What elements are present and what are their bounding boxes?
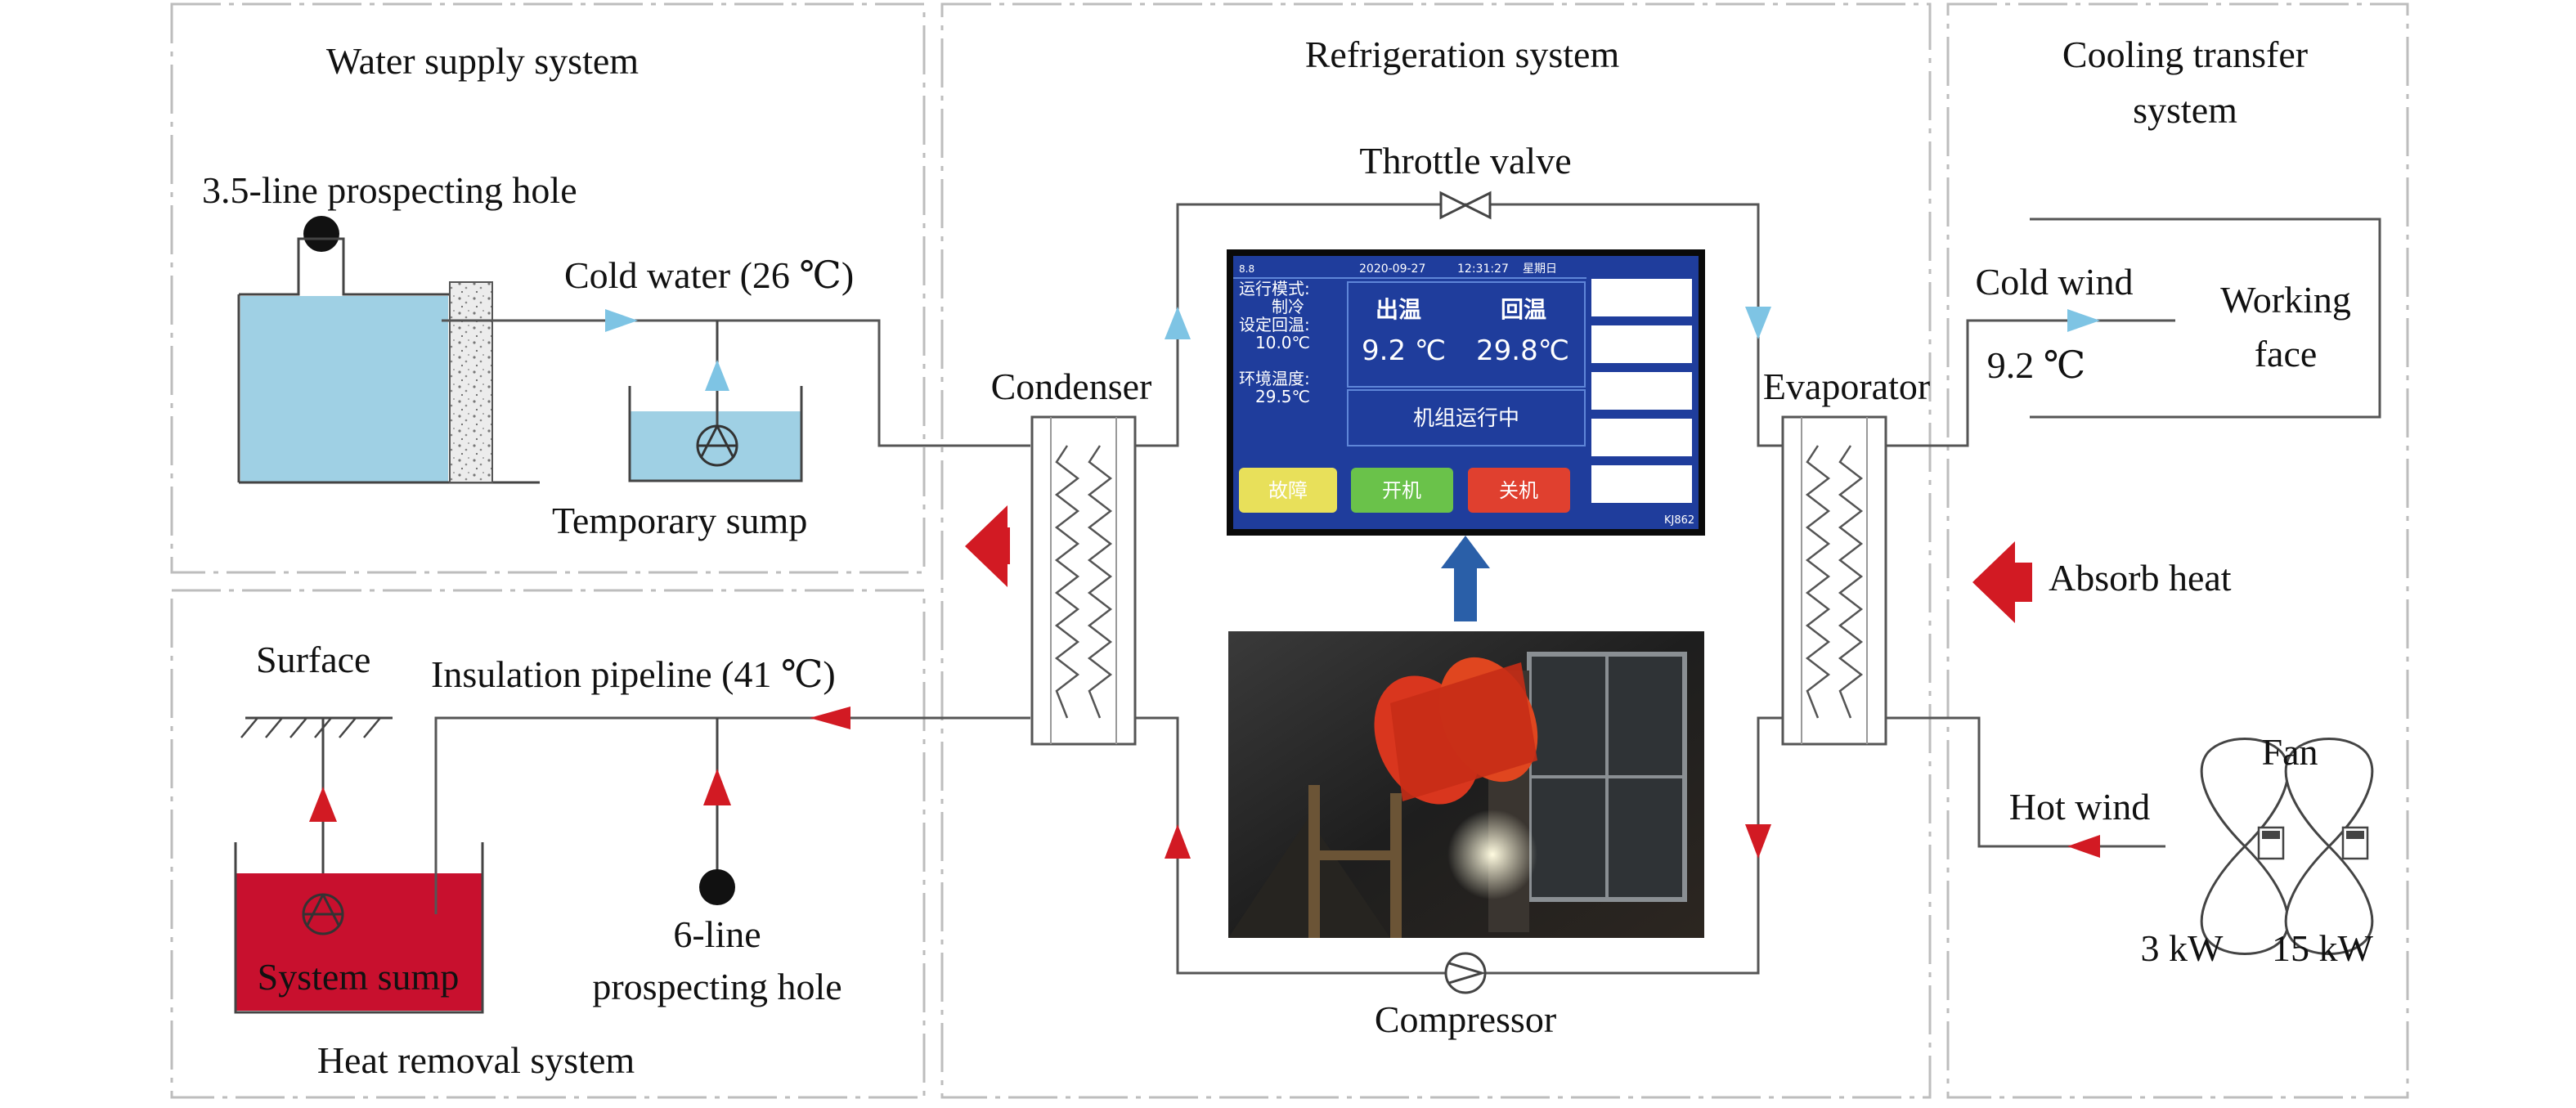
hmi-return-label: 回温 (1501, 296, 1546, 323)
cold-wind-arrow (2067, 309, 2100, 332)
red-fan-unit (1374, 657, 1538, 805)
insulation-pipeline-label: Insulation pipeline (41 ℃) (431, 653, 836, 695)
cold-water-label: Cold water (26 ℃) (564, 254, 854, 296)
working-face-label-line2: face (2255, 333, 2318, 375)
fan-3kw-icon (2200, 738, 2290, 955)
cold-wind-temp-label: 9.2 ℃ (1987, 344, 2085, 386)
hmi-start-button (1351, 468, 1453, 513)
hot-wind-label: Hot wind (2009, 786, 2151, 828)
hmi-status: 机组运行中 (1413, 406, 1519, 431)
surface-up-arrow (309, 787, 337, 822)
prospecting-hole-35-marker (303, 216, 339, 252)
hmi-top-left: 8.8 (1239, 263, 1254, 275)
water-supply-frame (170, 2, 926, 574)
prospecting-hole-35-label: 3.5-line prospecting hole (202, 169, 577, 211)
evaporator-down-arrow (1745, 307, 1771, 339)
absorb-heat-arrow (1972, 541, 2032, 623)
control-link-arrow (1441, 536, 1490, 621)
cooling-transfer-title-line1: Cooling transfer (2062, 34, 2308, 75)
hmi-outlet-label: 出温 (1376, 296, 1421, 323)
prospecting-hole-35 (239, 216, 470, 296)
heat-removal-title: Heat removal system (317, 1039, 635, 1081)
site-photo (1228, 631, 1704, 938)
hmi-menu-item: 输入/输出 (1606, 335, 1677, 355)
heat-rejection-arrow (965, 505, 1010, 587)
fan-15kw-label: 15 kW (2272, 927, 2374, 969)
pump-icon (696, 424, 738, 467)
hmi-ambient-label: 环境温度: (1239, 369, 1310, 388)
hmi-menu-item: 温度查询 (1609, 428, 1674, 448)
evaporator-label: Evaporator (1763, 366, 1930, 407)
prospecting-hole-6-label-line1: 6-line (673, 913, 761, 955)
hmi-stop-label: 关机 (1499, 479, 1538, 502)
compressor-label: Compressor (1375, 998, 1556, 1040)
hmi-return-value: 29.8℃ (1476, 334, 1569, 367)
prospecting-hole-6-label-line2: prospecting hole (592, 966, 841, 1007)
hmi-mode-value: 制冷 (1272, 297, 1304, 316)
fan-3kw-label: 3 kW (2141, 927, 2224, 969)
hmi-setpoint-value: 10.0℃ (1255, 333, 1310, 352)
cooling-transfer-title-line2: system (2133, 89, 2237, 131)
hmi-setpoint-label: 设定回温: (1239, 315, 1310, 334)
return-down-arrow (1745, 824, 1771, 859)
prospecting-hole-6-up-arrow (703, 769, 731, 805)
working-face-boundary (2030, 218, 2381, 419)
hmi-menu-item: 用户设置 (1609, 289, 1674, 308)
refrigeration-title: Refrigeration system (1305, 34, 1620, 75)
hmi-mode-label: 运行模式: (1239, 279, 1310, 298)
throttle-valve-label: Throttle valve (1359, 140, 1571, 182)
hmi-fault-label: 故障 (1268, 479, 1308, 502)
system-sump (234, 842, 484, 1014)
hmi-start-label: 开机 (1382, 479, 1421, 502)
heat-removal-frame (170, 589, 926, 1099)
water-tank (237, 281, 540, 484)
working-face-label-line1: Working (2220, 279, 2351, 321)
hmi-ambient-value: 29.5℃ (1255, 387, 1310, 406)
hmi-stop-button (1468, 468, 1570, 513)
refrigeration-frame (940, 2, 1932, 1099)
hmi-outlet-value: 9.2 ℃ (1362, 334, 1446, 367)
temporary-sump (628, 321, 803, 482)
system-sump-label: System sump (258, 956, 460, 998)
hmi-corner-code: KJ862 (1664, 514, 1694, 527)
hmi-menu-item: 软件版本 (1609, 475, 1674, 495)
compressor-icon (1444, 952, 1487, 994)
hmi-top-time: 12:31:27 (1457, 262, 1509, 276)
cold-wind-label: Cold wind (1976, 261, 2134, 303)
condenser-label: Condenser (991, 366, 1152, 407)
cold-water-arrow (605, 309, 638, 332)
hmi-screen: 8.8 2020-09-27 12:31:27 星期日 运行模式: 制冷 设定回… (1227, 249, 1705, 536)
temporary-sump-up-arrow (705, 360, 729, 391)
condenser-unit (1030, 415, 1137, 746)
temporary-sump-label: Temporary sump (552, 500, 807, 541)
hmi-menu-item: 数据记录 (1609, 382, 1674, 401)
filter-layer (449, 281, 493, 483)
condenser-up-arrow (1165, 307, 1191, 339)
cold-water-pipe (442, 319, 1030, 447)
cooling-transfer-frame (1946, 2, 2409, 1099)
insulation-pipeline-arrow (810, 707, 850, 729)
hmi-fault-button (1239, 468, 1337, 513)
compressor-up-arrow (1165, 824, 1191, 859)
evaporator-unit (1781, 415, 1887, 746)
hmi-top-date: 2020-09-27 (1359, 262, 1425, 276)
hmi-menu: 用户设置 输入/输出 数据记录 温度查询 软件版本 (1590, 277, 1694, 505)
water-supply-title: Water supply system (326, 40, 639, 82)
fan-15kw-icon (2284, 738, 2374, 955)
surface-label: Surface (256, 639, 370, 680)
hmi-top-weekday: 星期日 (1523, 262, 1557, 276)
prospecting-hole-6-marker (699, 869, 735, 905)
absorb-heat-label: Absorb heat (2049, 557, 2232, 599)
system-sump-pump-icon (302, 893, 344, 935)
throttle-valve-icon (1439, 191, 1492, 220)
prospecting-hole-6 (699, 718, 735, 905)
fan-label: Fan (2262, 731, 2318, 773)
hot-wind-arrow (2067, 835, 2100, 858)
